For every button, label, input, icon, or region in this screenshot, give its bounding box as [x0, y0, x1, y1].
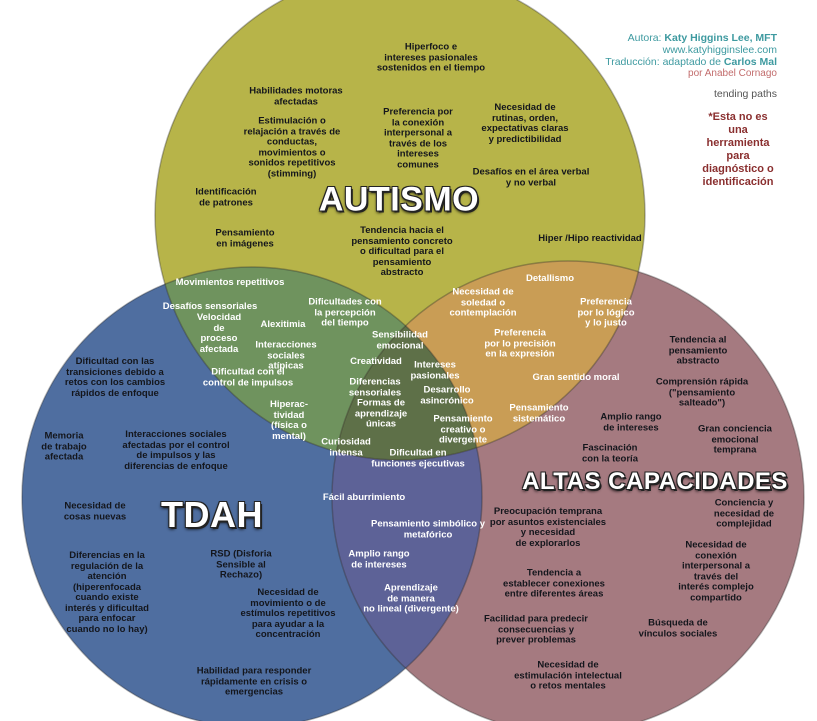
items-trait-7: Conciencia y necesidad de complejidad: [713, 497, 775, 530]
all-three-trait-6: Formas de aprendizaje únicas: [354, 397, 408, 430]
all-three-trait-9: Dificultad en funciones ejecutivas: [371, 447, 465, 469]
items-trait-10: Hiper /Hipo reactividad: [538, 232, 642, 244]
autism-adhd-trait-1: Movimientos repetitivos: [175, 276, 285, 288]
adhd-gifted-trait-2: Pensamiento simbólico y metafórico: [370, 518, 486, 540]
items-trait-4: Preferencia por la conexión interpersona…: [383, 106, 453, 170]
adapter-credit: por Anabel Cornago: [688, 68, 777, 79]
adhd-circle-outline: [21, 266, 483, 721]
items-trait-2: Comprensión rápida ("pensamiento saltead…: [655, 376, 749, 409]
adhd-title: TDAH: [161, 494, 263, 535]
all-three-trait-3: Intereses pasionales: [410, 359, 460, 381]
items-trait-8: Pensamiento en imágenes: [215, 227, 275, 249]
items-trait-12: Necesidad de estimulación intelectual o …: [514, 659, 622, 692]
items-trait-11: Búsqueda de vínculos sociales: [638, 617, 718, 639]
author-prefix: Autora:: [627, 32, 665, 44]
adhd-gifted-trait-3: Amplio rango de intereses: [348, 548, 410, 570]
autism-gifted-trait-3: Preferencia por lo lógico y lo justo: [577, 296, 635, 329]
items-trait-9: Tendencia hacia el pensamiento concreto …: [351, 224, 453, 278]
items-trait-1: Hiperfoco e intereses pasionales sosteni…: [376, 41, 486, 74]
autism-gifted-trait-5: Gran sentido moral: [532, 371, 620, 383]
gifted-circle-outline: [331, 260, 805, 721]
items-trait-4: Gran conciencia emocional temprana: [698, 423, 772, 456]
adhd-gifted-trait-1: Fácil aburrimiento: [322, 491, 406, 503]
autism-title: AUTISMO: [318, 180, 480, 219]
all-three-trait-1: Sensibilidad emocional: [372, 329, 428, 351]
items-trait-4: Necesidad de cosas nuevas: [63, 500, 127, 522]
items-trait-1: Tendencia al pensamiento abstracto: [668, 334, 728, 367]
autism-circle-outline: [154, 0, 646, 461]
autism-adhd-trait-4: Velocidad de proceso afectada: [196, 312, 242, 355]
items-trait-2: Habilidades motoras afectadas: [249, 85, 343, 107]
autism-adhd-trait-3: Dificultades con la percepción del tiemp…: [308, 296, 382, 329]
autism-adhd-trait-6: Interacciones sociales atípicas: [255, 339, 317, 372]
items-trait-5: Necesidad de rutinas, orden, expectativa…: [481, 102, 569, 145]
items-trait-3: Interacciones sociales afectadas por el …: [122, 429, 230, 472]
brand-name: tending paths: [713, 88, 777, 100]
items-trait-1: Dificultad con las transiciones debido a…: [64, 356, 166, 399]
autism-adhd-trait-2: Desafíos sensoriales: [162, 300, 258, 312]
autism-adhd-trait-8: Hiperac- tividad (física o mental): [269, 399, 309, 442]
autism-gifted-trait-2: Necesidad de soledad o contemplación: [449, 286, 517, 319]
autism-gifted-trait-6: Pensamiento sistemático: [509, 402, 569, 424]
items-trait-2: Memoria de trabajo afectada: [41, 430, 87, 463]
items-trait-3: Amplio rango de intereses: [600, 411, 662, 433]
items-trait-7: Desafíos en el área verbal y no verbal: [472, 166, 590, 188]
all-three-trait-2: Creatividad: [350, 355, 402, 367]
items-trait-8: Tendencia a establecer conexiones entre …: [503, 567, 605, 600]
translator-name: Carlos Mal: [723, 56, 777, 68]
all-three-overlap: [332, 267, 482, 460]
items-trait-6: RSD (Disforia Sensible al Rechazo): [210, 548, 272, 581]
autism-adhd-trait-7: Dificultad con el control de impulsos: [202, 366, 294, 388]
all-three-trait-5: Desarrollo asincrónico: [420, 384, 474, 406]
gifted-title: ALTAS CAPACIDADES: [522, 468, 788, 495]
autism-adhd-trait-5: Alexitimia: [260, 318, 306, 330]
items-trait-10: Facilidad para predecir consecuencias y …: [483, 613, 589, 646]
items-trait-9: Necesidad de conexión interpersonal a tr…: [678, 539, 754, 603]
credits-block: Autora: Katy Higgins Lee, MFT www.katyhi…: [605, 32, 777, 100]
items-trait-5: Diferencias en la regulación de la atenc…: [65, 550, 149, 635]
autism-gifted-trait-1: Detallismo: [525, 272, 575, 284]
all-three-trait-8: Curiosidad intensa: [321, 436, 371, 458]
author-name: Katy Higgins Lee, MFT: [664, 32, 777, 44]
all-three-trait-4: Diferencias sensoriales: [348, 376, 402, 398]
translation-prefix: Traducción: adaptado de: [605, 56, 724, 68]
adhd-gifted-trait-4: Aprendizaje de manera no lineal (diverge…: [363, 582, 459, 615]
items-trait-3: Estimulación o relajación a través de co…: [243, 115, 341, 179]
autism-gifted-trait-4: Preferencia por lo precisión en la expre…: [484, 327, 556, 360]
disclaimer-note: *Esta no es una herramienta para diagnós…: [702, 111, 774, 188]
autism-gifted-overlap: [332, 261, 645, 460]
items-trait-6: Preocupación temprana por asuntos existe…: [489, 506, 607, 549]
items-trait-8: Habilidad para responder rápidamente en …: [196, 665, 312, 698]
items-trait-5: Fascinación con la teoría: [582, 442, 638, 464]
website-link[interactable]: www.katyhigginslee.com: [662, 44, 777, 56]
all-three-trait-7: Pensamiento creativo o divergente: [433, 413, 493, 446]
items-trait-7: Necesidad de movimiento o de estímulos r…: [240, 586, 336, 640]
items-trait-6: Identificación de patrones: [195, 186, 257, 208]
